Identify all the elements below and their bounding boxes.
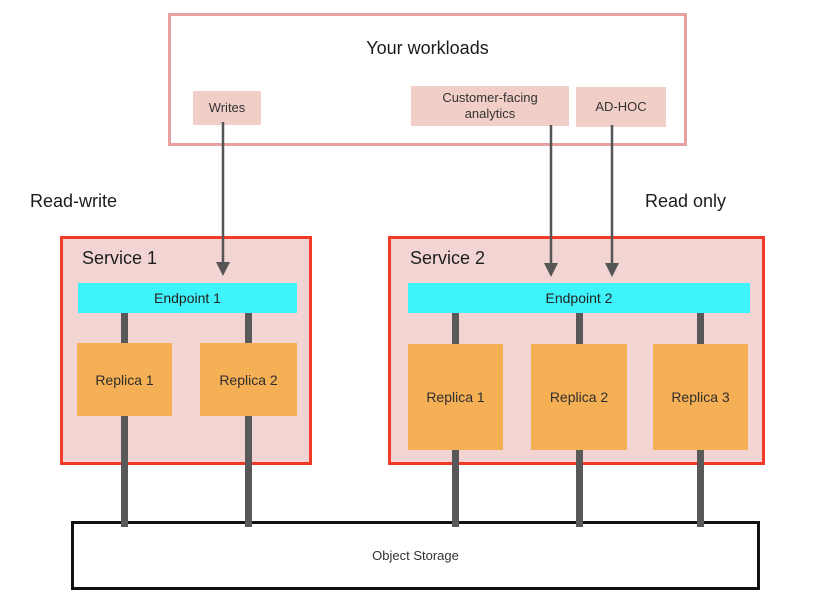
connector-endpoint2-replica3: [697, 313, 704, 344]
service-1-title: Service 1: [82, 248, 158, 268]
connector-endpoint1-replica1: [121, 313, 128, 343]
writes-workload-label: Writes: [208, 99, 246, 115]
service-2-replica-3: Replica 3: [653, 344, 748, 450]
connector-s2replica2-storage: [576, 450, 583, 527]
read-write-label: Read-write: [30, 191, 118, 211]
service-2-replica-2-label: Replica 2: [549, 389, 609, 405]
workloads-box: Your workloads Writes Customer-facing an…: [168, 13, 687, 146]
endpoint-1: Endpoint 1: [78, 283, 297, 313]
read-only-label: Read only: [645, 191, 727, 211]
service-2-replica-3-label: Replica 3: [671, 389, 730, 405]
service-1-replica-2-label: Replica 2: [219, 371, 278, 388]
connector-endpoint2-replica2: [576, 313, 583, 344]
service-1-replica-1-label: Replica 1: [95, 371, 154, 388]
object-storage-box: Object Storage: [71, 521, 760, 590]
writes-workload-box: Writes: [193, 91, 261, 125]
endpoint-2-label: Endpoint 2: [545, 290, 613, 306]
object-storage-label: Object Storage: [372, 548, 459, 563]
connector-s2replica1-storage: [452, 450, 459, 527]
service-1-box: Service 1 Endpoint 1 Replica 1 Replica 2: [60, 236, 312, 465]
endpoint-1-label: Endpoint 1: [154, 290, 221, 306]
analytics-workload-box: Customer-facing analytics: [411, 86, 569, 126]
connector-endpoint2-replica1: [452, 313, 459, 344]
service-1-replica-2: Replica 2: [200, 343, 297, 416]
service-2-replica-1: Replica 1: [408, 344, 503, 450]
connector-s1replica1-storage: [121, 416, 128, 527]
connector-s2replica3-storage: [697, 450, 704, 527]
adhoc-workload-box: AD-HOC: [576, 87, 666, 127]
service-2-replica-2: Replica 2: [531, 344, 627, 450]
analytics-workload-label: Customer-facing analytics: [442, 89, 538, 121]
service-1-replica-1: Replica 1: [77, 343, 172, 416]
connector-endpoint1-replica2: [245, 313, 252, 343]
service-2-box: Service 2 Endpoint 2 Replica 1 Replica 2…: [388, 236, 765, 465]
connector-s1replica2-storage: [245, 416, 252, 527]
workloads-title: Your workloads: [366, 38, 489, 58]
service-2-replica-1-label: Replica 1: [426, 389, 485, 405]
service-2-title: Service 2: [410, 248, 486, 268]
adhoc-workload-label: AD-HOC: [595, 98, 647, 114]
endpoint-2: Endpoint 2: [408, 283, 750, 313]
